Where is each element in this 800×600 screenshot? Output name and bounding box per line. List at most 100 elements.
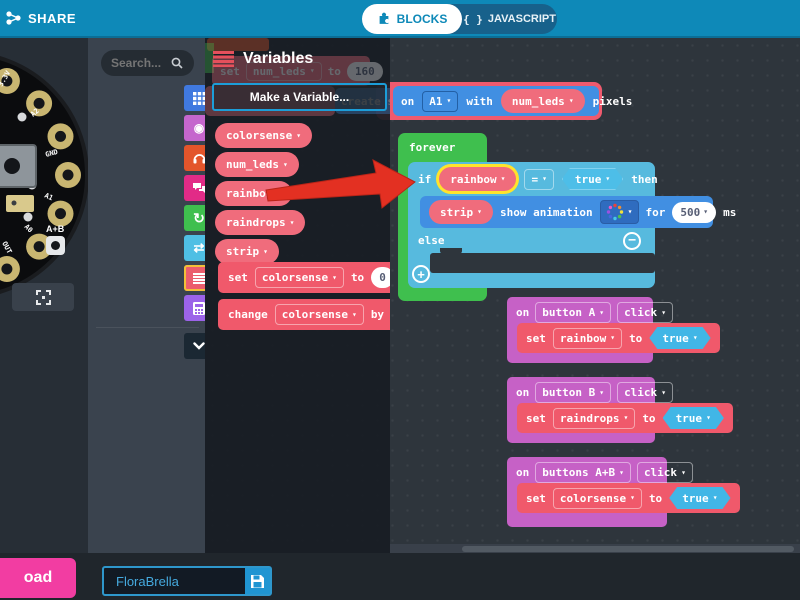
keyword: for (645, 205, 666, 219)
variable-name: num_leds (511, 94, 565, 108)
keyword: set (220, 64, 240, 78)
fullscreen-button[interactable] (12, 283, 74, 311)
button-dropdown[interactable]: buttons A+B▾ (535, 462, 631, 483)
keyword: to (648, 491, 663, 505)
dropdown-icon: ▾ (332, 272, 337, 282)
dropdown-icon: ▾ (630, 493, 635, 502)
share-button[interactable]: SHARE (6, 0, 76, 36)
make-variable-button[interactable]: Make a Variable... (212, 83, 387, 111)
num-leds-variable[interactable]: num_leds▾ (500, 89, 585, 113)
empty-statement-slot (430, 248, 655, 273)
add-else-if-button[interactable]: + (412, 265, 430, 283)
keyword: show animation (499, 205, 593, 219)
download-button[interactable]: oad (0, 558, 76, 598)
pin-label: A2 (29, 107, 41, 119)
set-variable-block[interactable]: set colorsense▾ to true▾ (517, 483, 740, 513)
dropdown-icon: ▾ (692, 333, 698, 342)
variable-dropdown[interactable]: colorsense▾ (274, 304, 364, 325)
set-variable-block[interactable]: set rainbow▾ to true▾ (517, 323, 720, 353)
variable-pill-rainbow[interactable]: rainbow▾ (215, 181, 293, 206)
variable-dropdown[interactable]: rainbow▾ (552, 327, 623, 349)
dropdown-icon: ▾ (623, 413, 629, 422)
tab-javascript[interactable]: { } JAVASCRIPT (462, 4, 557, 34)
create-strip-block[interactable]: on A1▾ with num_leds▾ pixels (393, 86, 632, 116)
animation-dropdown[interactable]: ▾ (599, 200, 639, 224)
variable-name: num_leds (252, 64, 306, 78)
search-input[interactable] (111, 56, 171, 70)
project-name-group (102, 566, 272, 596)
variable-pill-strip[interactable]: strip▾ (215, 239, 279, 264)
collapse-else-button[interactable]: − (623, 231, 641, 250)
dropdown-icon: ▾ (610, 333, 616, 342)
keyword: with (466, 94, 493, 108)
click-dropdown[interactable]: click▾ (636, 462, 693, 483)
toolbox: LIGHT ◉INPUT MUSIC NETWORK ↻LOOPS ⇄LOGIC… (88, 38, 287, 553)
on-button-a-block[interactable]: on button A▾ click▾ set rainbow▾ to true… (507, 297, 720, 363)
set-colorsense-block[interactable]: set colorsense▾ to 0 (218, 262, 390, 293)
ab-button-label: A+B (46, 224, 65, 234)
save-button[interactable] (245, 568, 270, 594)
pin-dropdown[interactable]: A1▾ (422, 90, 459, 112)
true-value[interactable]: true▾ (562, 168, 623, 190)
operator-dropdown[interactable]: =▾ (524, 168, 554, 190)
share-icon (6, 11, 21, 25)
dropdown-icon: ▾ (296, 130, 302, 140)
save-icon (251, 574, 264, 588)
ab-button[interactable] (46, 236, 65, 255)
headphones-icon (192, 152, 206, 164)
keyword: change (228, 308, 268, 321)
variable-name: colorsense (226, 129, 293, 142)
strip-variable[interactable]: strip▾ (429, 200, 493, 224)
boolean-value: true (574, 172, 602, 186)
keyword: set (228, 271, 248, 284)
tab-blocks[interactable]: BLOCKS (362, 4, 462, 34)
dropdown-icon: ▾ (568, 96, 574, 105)
keyword: then (631, 172, 658, 186)
chevron-down-icon (192, 342, 206, 350)
true-value[interactable]: true▾ (669, 487, 730, 509)
horizontal-scrollbar-thumb[interactable] (462, 546, 794, 552)
on-buttons-ab-block[interactable]: on buttons A+B▾ click▾ set colorsense▾ t… (507, 457, 740, 527)
button-dropdown[interactable]: button A▾ (535, 302, 612, 323)
click-dropdown[interactable]: click▾ (617, 382, 674, 403)
toolbox-divider (96, 327, 199, 328)
click-dropdown[interactable]: click▾ (617, 302, 674, 323)
keyword: by (370, 308, 385, 321)
duration-dropdown[interactable]: 500▾ (672, 201, 717, 223)
variable-name: raindrops (559, 411, 620, 425)
search-box[interactable] (101, 50, 194, 76)
change-colorsense-block[interactable]: change colorsense▾ by 1 (218, 299, 390, 330)
if-else-block[interactable]: if rainbow▾ =▾ true▾ then strip▾ show an… (408, 162, 736, 288)
chat-icon (192, 182, 206, 194)
variable-pill-colorsense[interactable]: colorsense▾ (215, 123, 313, 148)
variable-name: rainbow (559, 331, 607, 345)
true-value[interactable]: true▾ (663, 407, 724, 429)
lines-icon (192, 272, 206, 284)
variable-name: strip (440, 205, 474, 219)
show-animation-block[interactable]: strip▾ show animation ▾ for 500▾ ms (420, 196, 736, 228)
button-dropdown[interactable]: button B▾ (535, 382, 612, 403)
number-input[interactable]: 0 (371, 267, 390, 288)
variable-pill-num-leds[interactable]: num_leds▾ (215, 152, 299, 177)
dropdown-icon: ▾ (661, 387, 667, 397)
keyword: on (516, 386, 530, 399)
set-variable-block[interactable]: set raindrops▾ to true▾ (517, 403, 733, 433)
variables-flyout: set num_leds▾ to 160 create strip Variab… (205, 38, 390, 553)
variable-dropdown[interactable]: raindrops▾ (552, 407, 636, 429)
dropdown-icon: ▾ (276, 188, 282, 198)
variable-dropdown[interactable]: colorsense▾ (552, 487, 642, 509)
variable-name: raindrops (226, 216, 286, 229)
else-row: else − (408, 228, 655, 253)
keyword: to (642, 411, 656, 425)
variable-pill-raindrops[interactable]: raindrops▾ (215, 210, 306, 235)
event-header: on button A▾ click▾ (507, 297, 674, 328)
variable-name: rainbow (226, 187, 273, 200)
rainbow-variable-highlighted[interactable]: rainbow▾ (439, 167, 517, 191)
true-value[interactable]: true▾ (649, 327, 710, 349)
else-label: else (418, 234, 445, 247)
dropdown-icon: ▾ (712, 493, 718, 502)
button-value: button A (542, 306, 596, 319)
project-name-input[interactable] (104, 568, 270, 594)
on-button-b-block[interactable]: on button B▾ click▾ set raindrops▾ to tr… (507, 377, 733, 443)
variable-dropdown[interactable]: colorsense▾ (254, 267, 344, 288)
